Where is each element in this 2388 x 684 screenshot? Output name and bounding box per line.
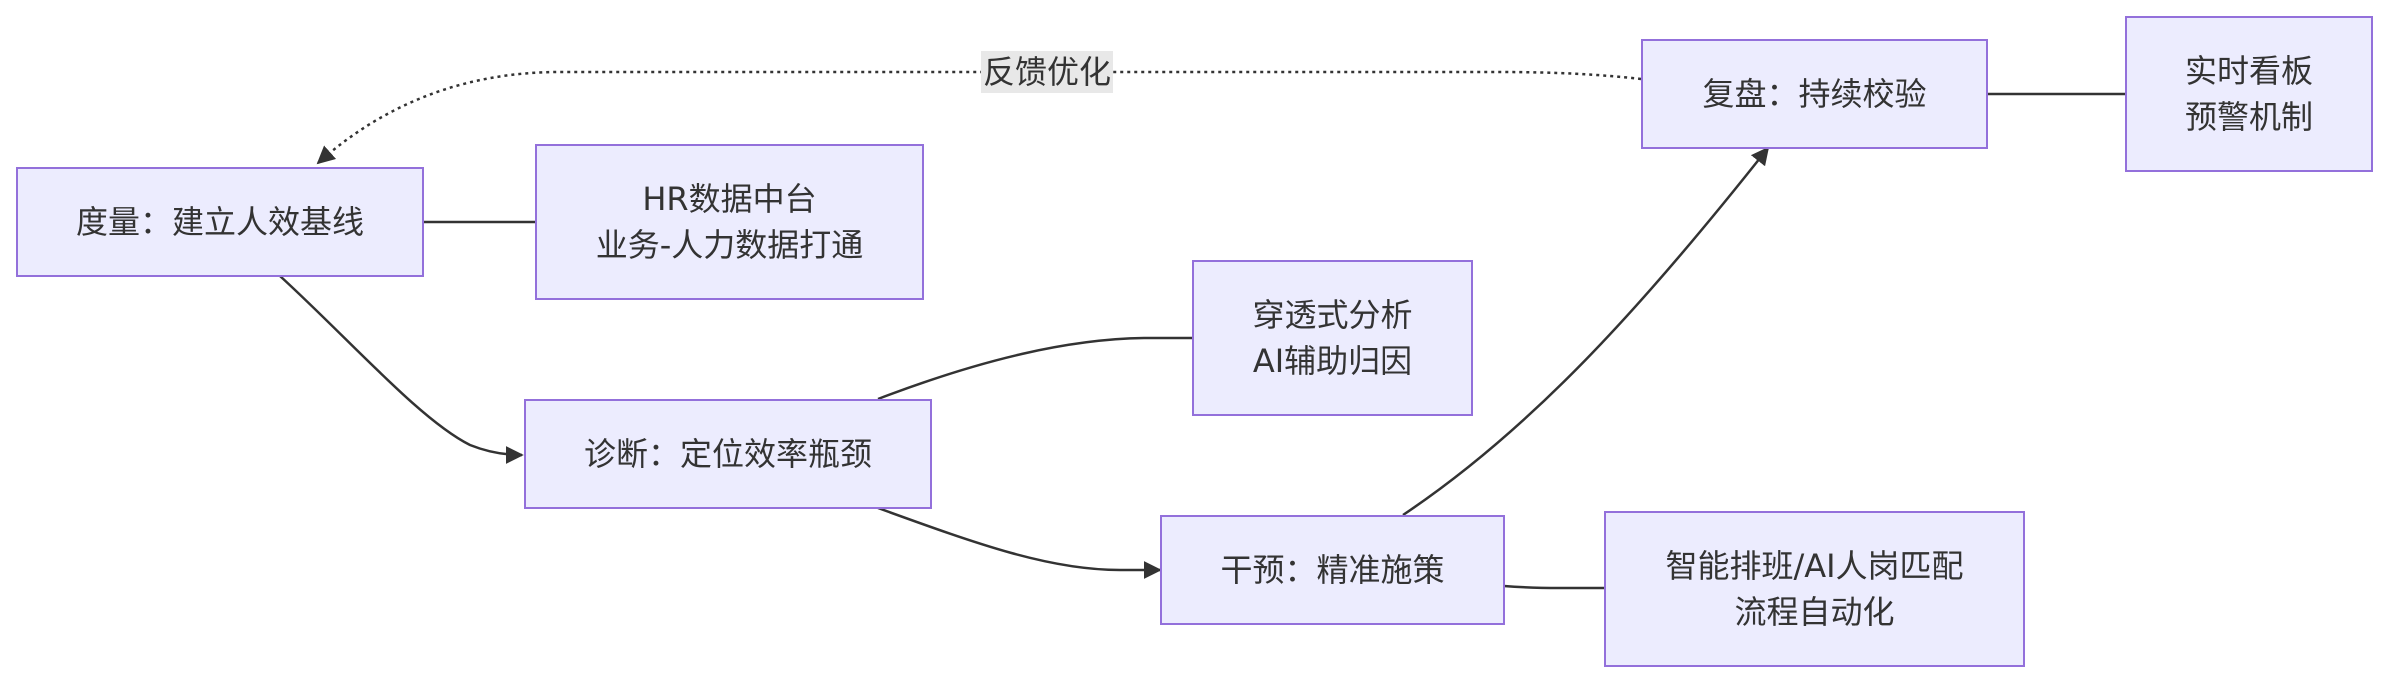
node-diagnose: 诊断：定位效率瓶颈	[524, 399, 932, 509]
node-review-detail-line-2: 预警机制	[2184, 98, 2313, 136]
feedback-label: 反馈优化	[981, 51, 1114, 93]
edge-diagnose-to-detail	[877, 336, 1192, 401]
node-intervene: 干预：精准施策	[1160, 515, 1505, 625]
node-review-label: 复盘：持续校验	[1702, 75, 1927, 113]
node-measure-detail-line-2: 业务-人力数据打通	[595, 226, 864, 264]
node-intervene-detail-line-2: 流程自动化	[1734, 593, 1895, 631]
node-intervene-label: 干预：精准施策	[1220, 551, 1445, 589]
node-diagnose-label: 诊断：定位效率瓶颈	[583, 435, 872, 473]
edge-diagnose-to-intervene	[877, 506, 1162, 579]
edge-intervene-to-detail	[1503, 584, 1604, 590]
node-diagnose-detail: 穿透式分析 AI辅助归因	[1192, 260, 1473, 416]
node-intervene-detail: 智能排班/AI人岗匹配 流程自动化	[1604, 511, 2025, 667]
edge-intervene-to-review	[1402, 146, 1770, 517]
node-review-detail-line-1: 实时看板	[2184, 52, 2313, 90]
node-measure-label: 度量：建立人效基线	[75, 203, 364, 241]
node-diagnose-detail-line-2: AI辅助归因	[1252, 342, 1413, 380]
node-review: 复盘：持续校验	[1641, 39, 1988, 149]
node-diagnose-detail-line-1: 穿透式分析	[1252, 296, 1413, 334]
node-review-detail: 实时看板 预警机制	[2125, 16, 2373, 172]
node-measure: 度量：建立人效基线	[16, 167, 424, 277]
node-measure-detail: HR数据中台 业务-人力数据打通	[535, 144, 924, 300]
edge-feedback	[316, 70, 1642, 165]
edge-measure-to-diagnose	[279, 275, 524, 464]
node-intervene-detail-line-1: 智能排班/AI人岗匹配	[1665, 547, 1964, 585]
node-measure-detail-line-1: HR数据中台	[642, 180, 817, 218]
